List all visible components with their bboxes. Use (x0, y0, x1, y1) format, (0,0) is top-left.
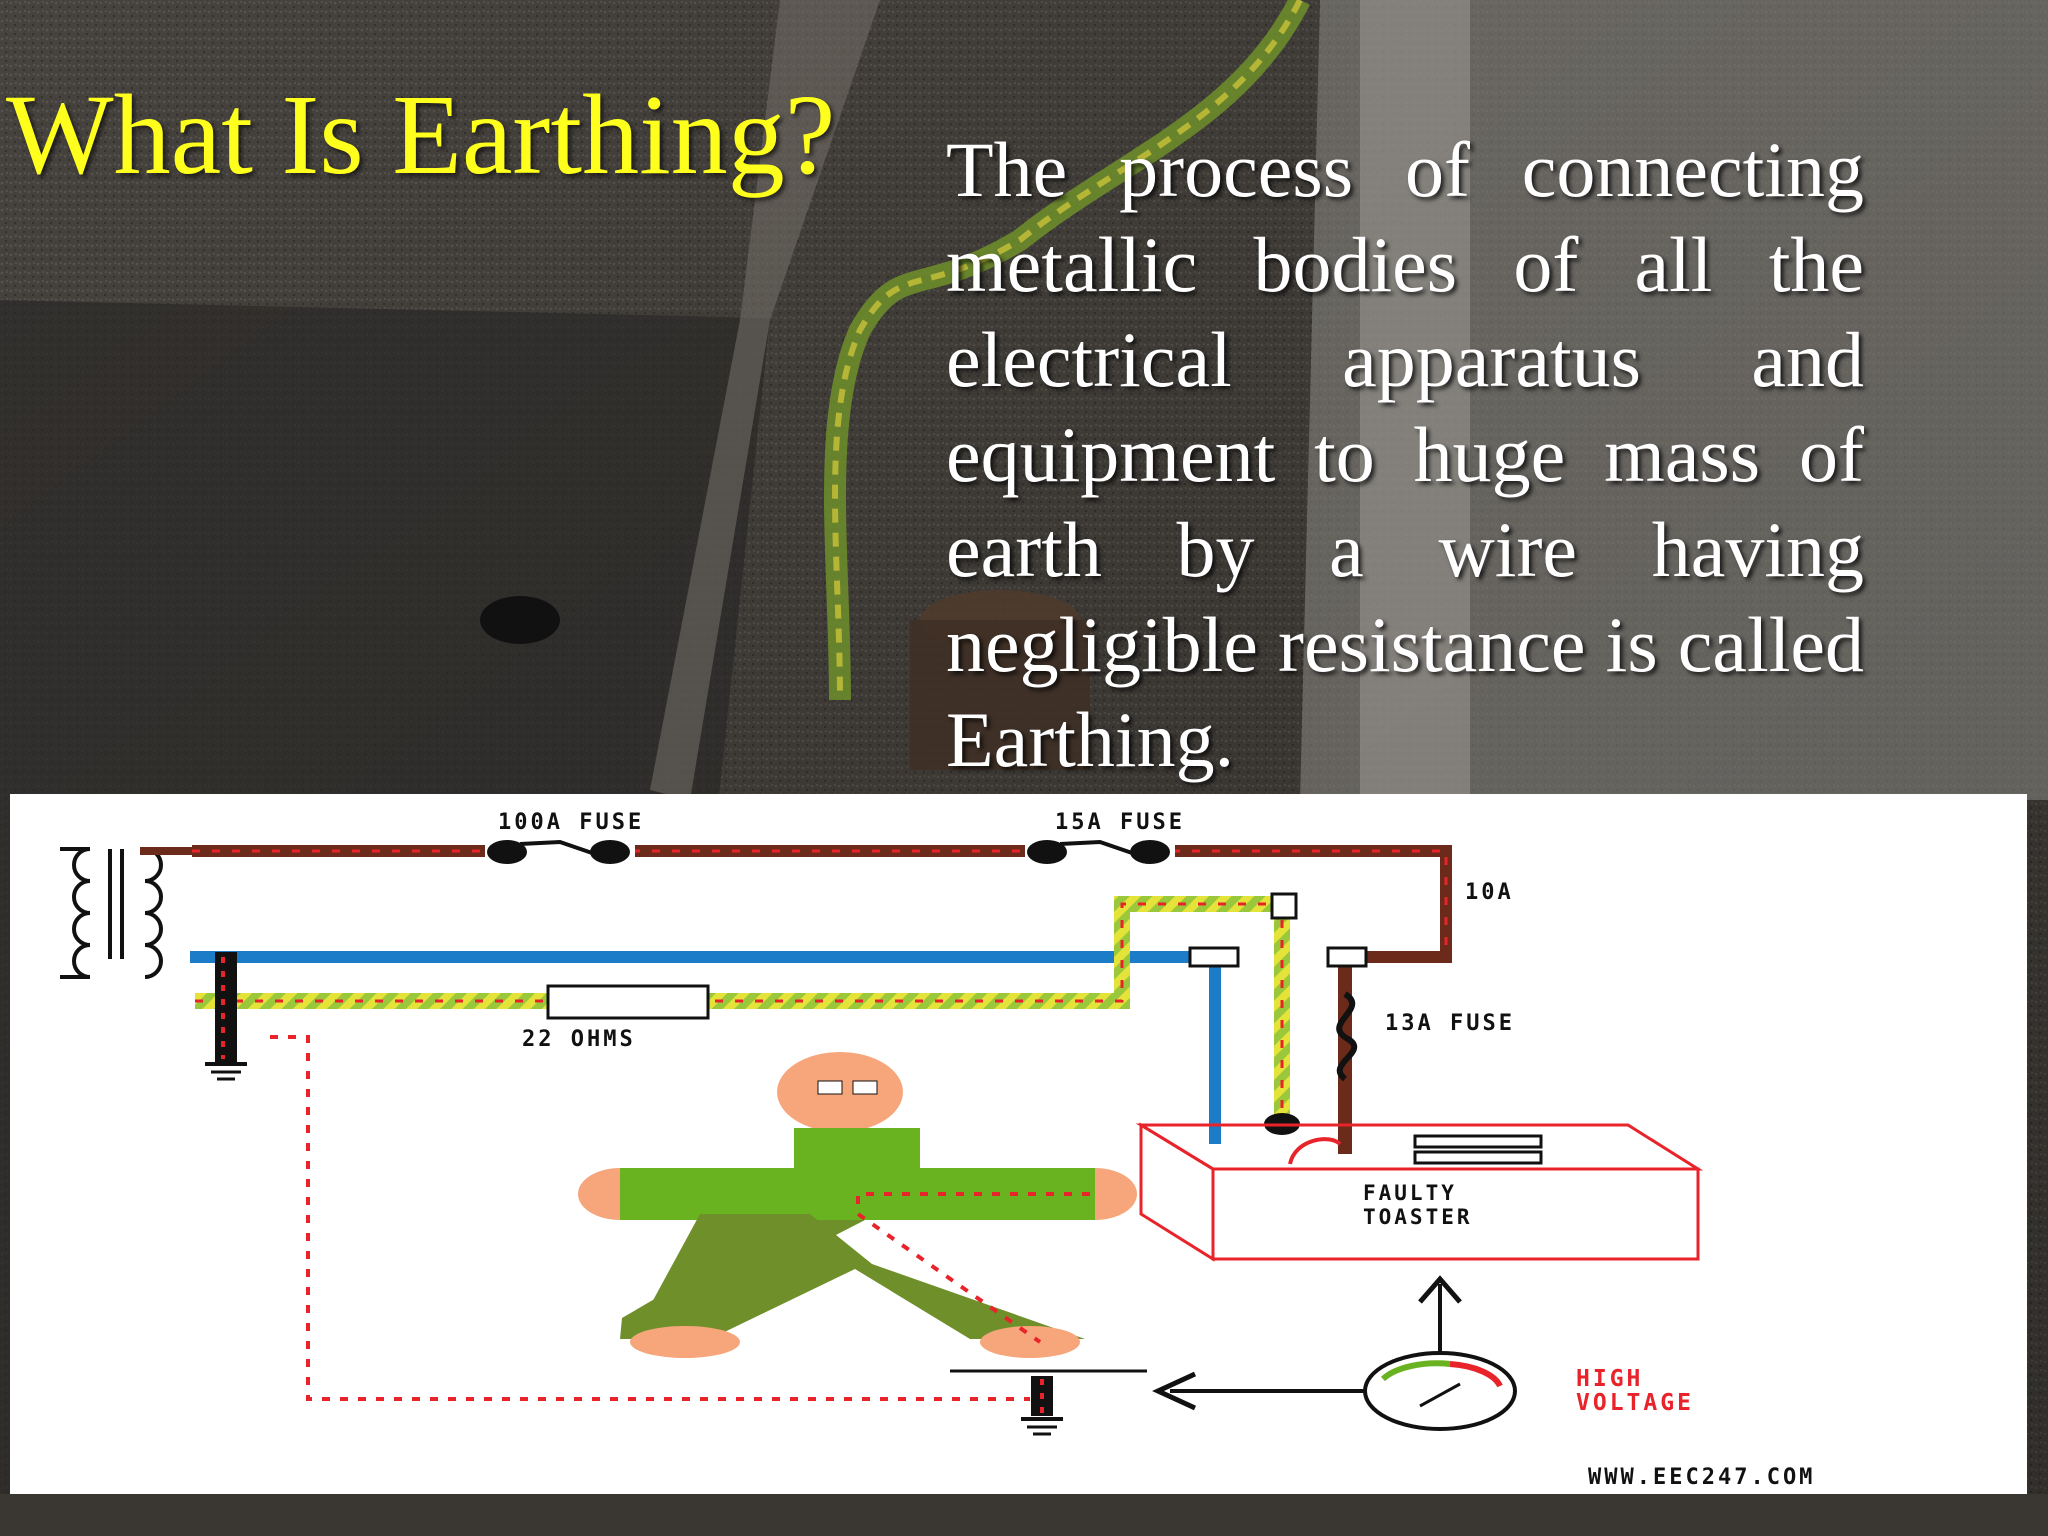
current-10a-label: 10A (1465, 880, 1514, 905)
fault-current-path (270, 1035, 1030, 1401)
toaster-label-line1: FAULTY (1363, 1181, 1457, 1205)
fuse-15a (1025, 839, 1175, 864)
fuse-100a (485, 839, 635, 864)
fuse-13a-label: 13A FUSE (1385, 1011, 1515, 1036)
person-figure (578, 1052, 1137, 1358)
watermark-label: WWW.EEC247.COM (1588, 1465, 1815, 1490)
toaster-label-line2: TOASTER (1363, 1205, 1473, 1229)
live-wire (140, 845, 1452, 963)
earthing-circuit-diagram: 100A FUSE 15A FUSE 10A 22 OHMS 13A FUSE (10, 794, 2027, 1494)
live-drop-wire (1326, 946, 1368, 1154)
neutral-wire (190, 946, 1240, 1144)
voltmeter-icon (1152, 1275, 1517, 1431)
fuse-15a-label: 15A FUSE (1055, 810, 1185, 835)
diagram-background (10, 794, 2027, 1494)
slide-title: What Is Earthing? (6, 71, 836, 198)
faulty-toaster (1135, 1122, 1704, 1262)
source-earth-symbol (205, 952, 247, 1081)
high-voltage-label-line1: HIGH (1576, 1366, 1643, 1392)
high-voltage-label-line2: VOLTAGE (1576, 1390, 1694, 1416)
transformer-icon (60, 847, 163, 979)
ground-earth-symbol (950, 1369, 1147, 1436)
fuse-100a-label: 100A FUSE (498, 810, 644, 835)
earth-wire (195, 892, 1300, 1135)
resistor-22-ohms (546, 984, 710, 1020)
slide-body-text: The process of connecting metallic bodie… (946, 126, 1864, 783)
resistor-label: 22 OHMS (522, 1027, 636, 1052)
